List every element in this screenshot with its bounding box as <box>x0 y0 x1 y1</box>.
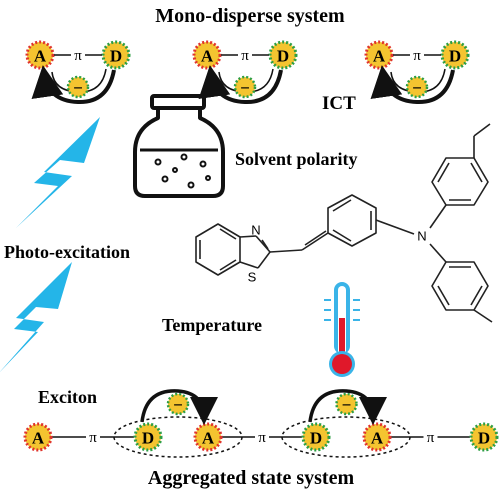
electron-node: − <box>66 75 90 99</box>
svg-text:−: − <box>412 79 422 98</box>
acceptor-node: A <box>23 422 53 452</box>
svg-text:π: π <box>74 48 82 64</box>
svg-text:D: D <box>310 429 322 448</box>
molecule-amine-n-atom: N <box>417 229 426 244</box>
svg-text:π: π <box>241 48 249 64</box>
svg-text:D: D <box>449 47 461 66</box>
acceptor-node: A <box>192 40 222 70</box>
svg-text:D: D <box>142 429 154 448</box>
pi-bridge: π <box>54 48 102 64</box>
pi-bridge: π <box>221 48 269 64</box>
mono-unit-3: A Dπ − <box>364 40 470 105</box>
molecule-structure <box>195 123 493 323</box>
svg-text:π: π <box>427 430 435 446</box>
electron-node: − <box>233 75 257 99</box>
donor-node: D <box>469 422 499 452</box>
svg-text:A: A <box>373 47 386 66</box>
ict-label: ICT <box>322 93 356 114</box>
temperature-label: Temperature <box>162 315 262 335</box>
exciton-label: Exciton <box>38 387 97 407</box>
pi-bridge: π <box>222 430 302 446</box>
electron-node: − <box>335 392 358 416</box>
svg-text:π: π <box>413 48 421 64</box>
svg-text:A: A <box>371 429 384 448</box>
donor-node: D <box>133 422 163 452</box>
svg-text:D: D <box>478 429 490 448</box>
mono-unit-1: A Dπ − <box>25 40 131 105</box>
donor-node: D <box>268 40 298 70</box>
exciton-transfer-2: − <box>308 389 387 425</box>
electron-node: − <box>166 392 190 416</box>
lightning-bolt-upper-icon <box>16 117 100 228</box>
solvent-bottle-icon <box>133 94 225 198</box>
pi-bridge: π <box>391 430 470 446</box>
svg-text:−: − <box>173 396 183 415</box>
svg-text:A: A <box>34 47 47 66</box>
svg-text:−: − <box>240 79 250 98</box>
electron-node: − <box>405 75 429 99</box>
ict-arrow <box>31 65 116 105</box>
solvent-polarity-label: Solvent polarity <box>235 149 358 169</box>
thermometer-icon <box>324 282 360 377</box>
svg-text:A: A <box>201 47 214 66</box>
acceptor-node: A <box>25 40 55 70</box>
exciton-transfer-1: − <box>140 389 218 425</box>
svg-text:D: D <box>110 47 122 66</box>
svg-text:π: π <box>89 430 97 446</box>
svg-text:A: A <box>202 429 215 448</box>
svg-text:D: D <box>277 47 289 66</box>
donor-node: D <box>440 40 470 70</box>
svg-text:−: − <box>342 396 352 415</box>
mono-disperse-units: A Dπ − A Dπ − A Dπ − <box>25 40 470 105</box>
ict-arrow <box>198 65 283 105</box>
mono-unit-2: A Dπ − <box>192 40 298 105</box>
top-title: Mono-disperse system <box>155 5 345 27</box>
donor-node: D <box>301 422 331 452</box>
acceptor-node: A <box>364 40 394 70</box>
donor-node: D <box>101 40 131 70</box>
svg-text:A: A <box>32 429 45 448</box>
photo-excitation-label: Photo-excitation <box>4 242 130 262</box>
lightning-bolt-lower-icon <box>0 262 72 372</box>
svg-text:π: π <box>258 430 266 446</box>
molecule-s-atom: S <box>248 270 257 285</box>
bottom-title: Aggregated state system <box>148 467 355 489</box>
pi-bridge: π <box>393 48 441 64</box>
acceptor-node: A <box>193 422 223 452</box>
acceptor-node: A <box>362 422 392 452</box>
pi-bridge: π <box>52 430 134 446</box>
ict-arrow <box>370 65 455 105</box>
svg-text:−: − <box>73 79 83 98</box>
molecule-n-atom: N <box>251 223 260 238</box>
